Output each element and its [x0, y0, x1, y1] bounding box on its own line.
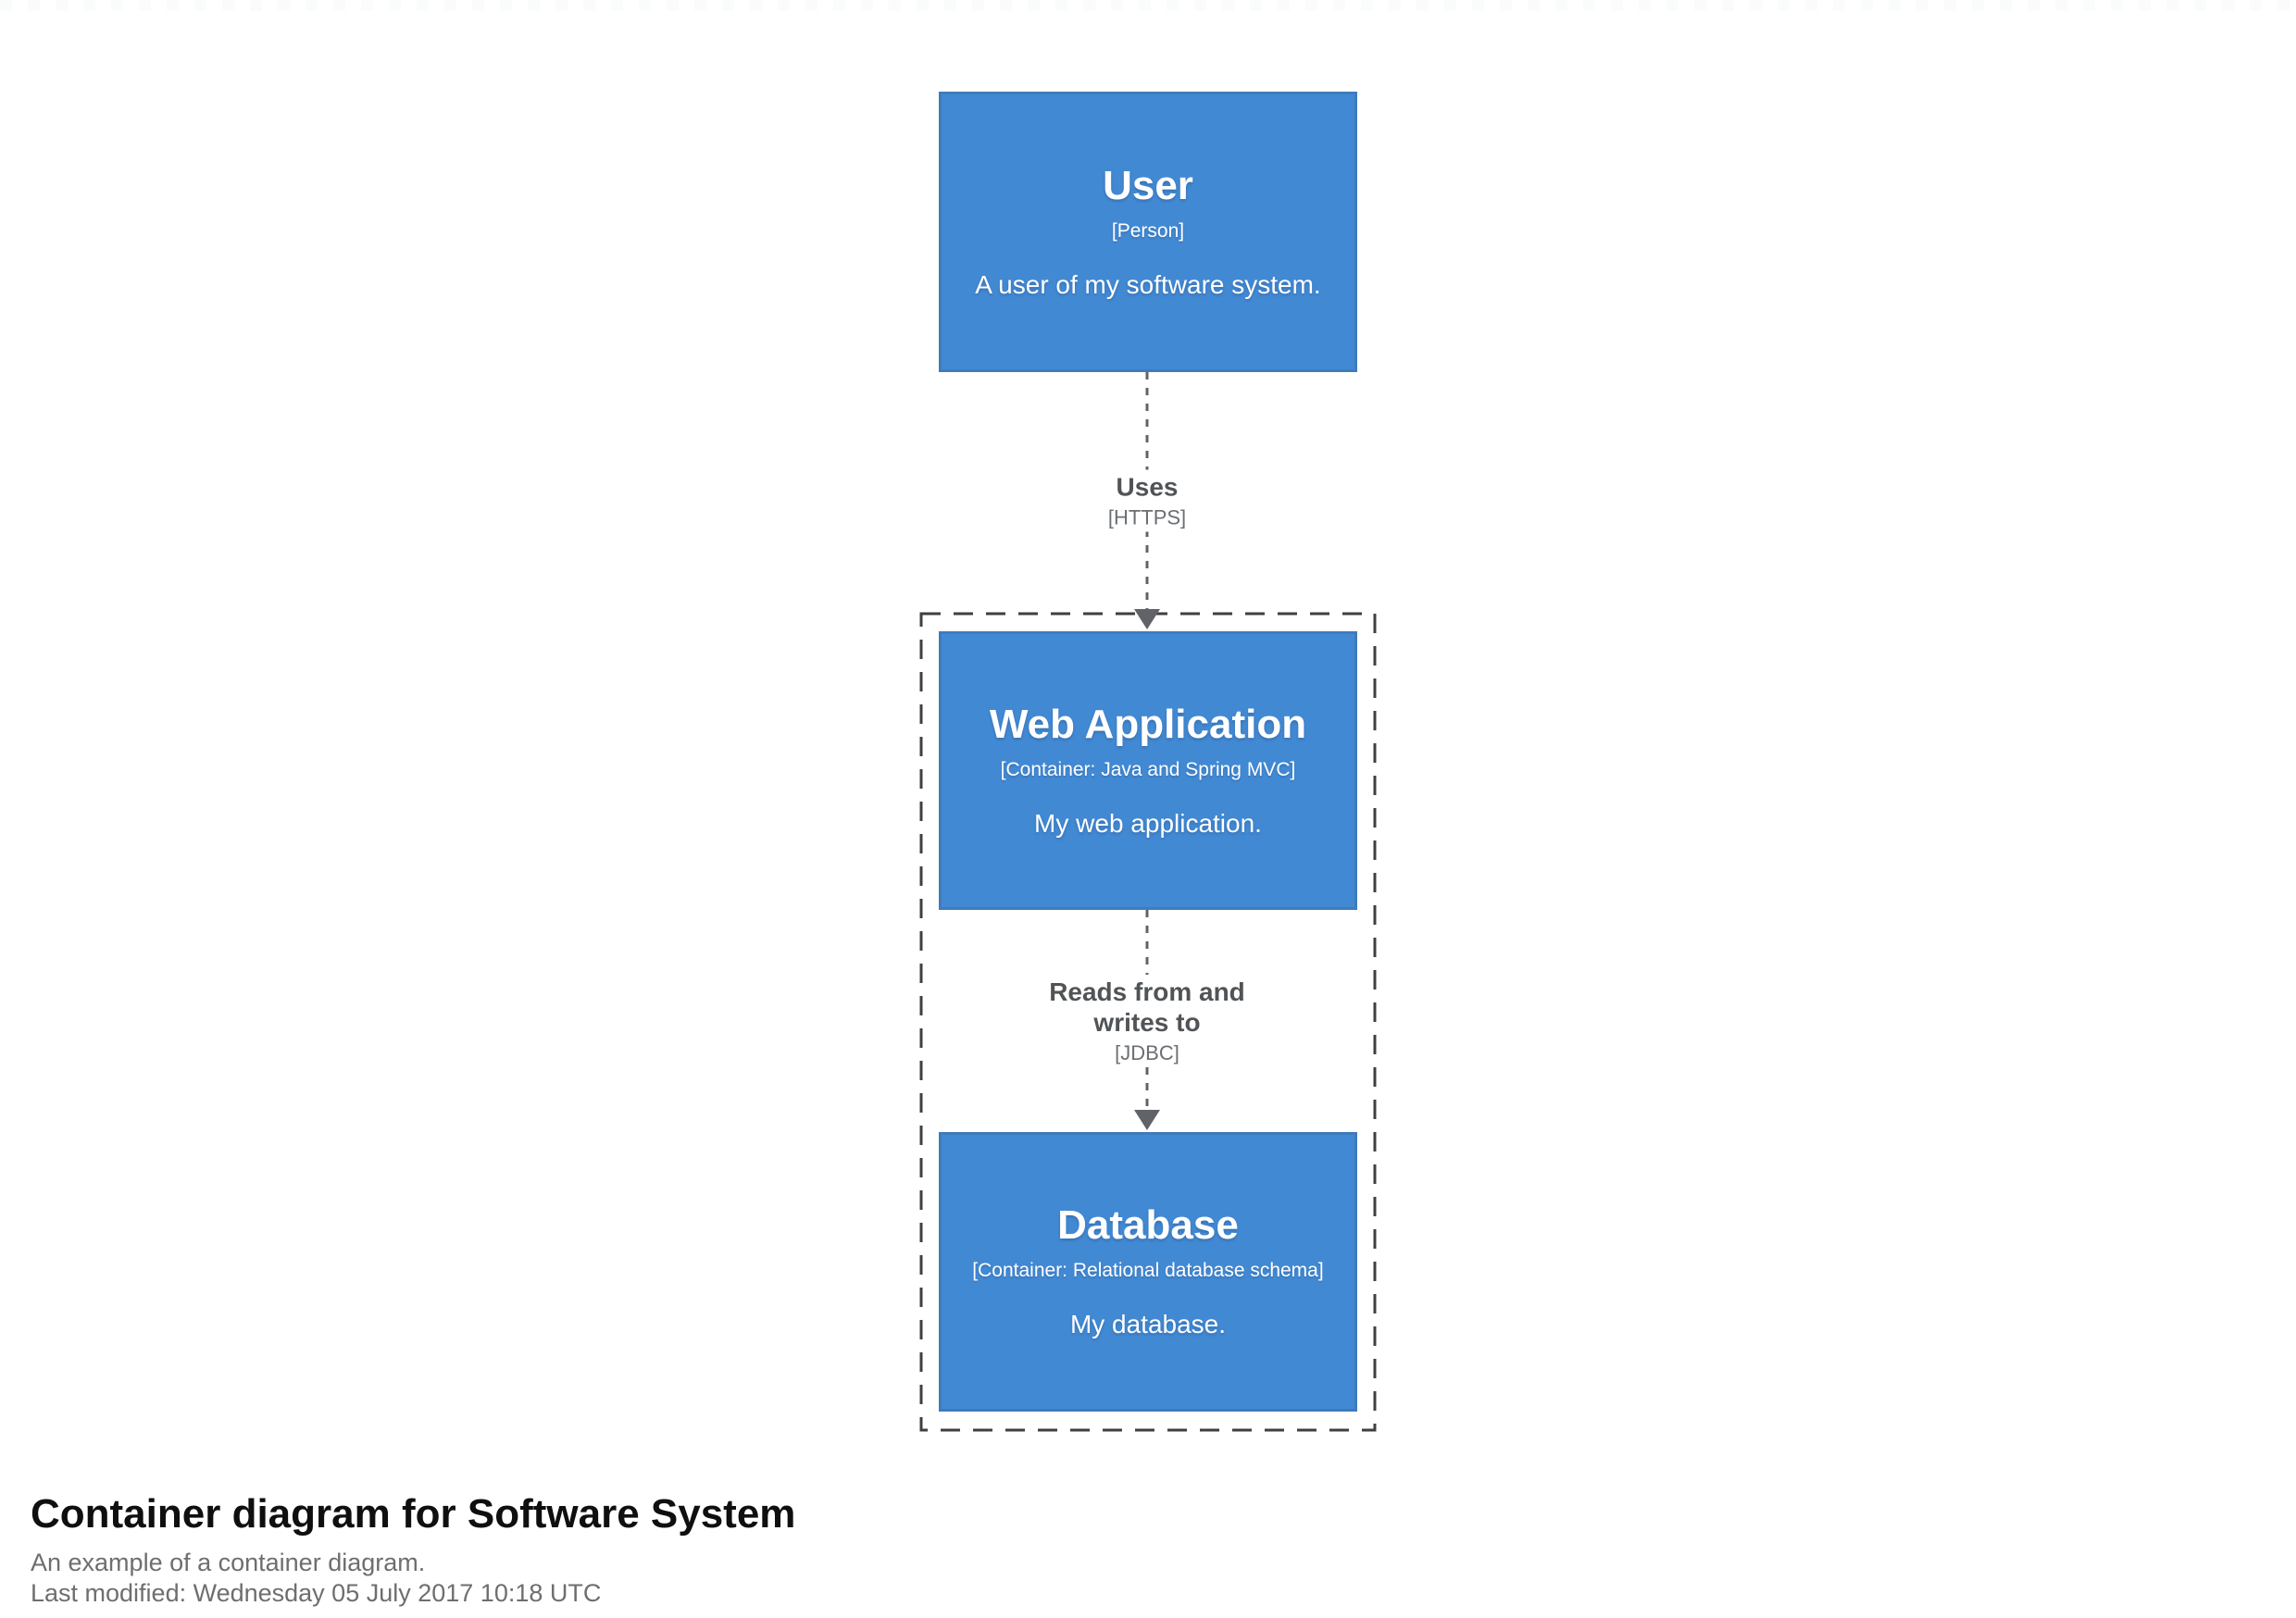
element-description: My database. [1069, 1310, 1227, 1338]
last-modified-text: Last modified: Wednesday 05 July 2017 10… [31, 1579, 602, 1607]
diagram-footer: Container diagram for Software System An… [31, 1492, 795, 1609]
arrowhead-icon [1134, 1110, 1160, 1130]
element-user[interactable]: User [Person] A user of my software syst… [939, 92, 1357, 372]
element-web-application[interactable]: Web Application [Container: Java and Spr… [939, 631, 1357, 910]
page-title: Container diagram for Software System [31, 1491, 796, 1537]
element-name: User [1103, 162, 1193, 208]
arrowhead-icon [1134, 609, 1160, 629]
relationship-meta: [JDBC] [1115, 1041, 1179, 1064]
relationship-name: Reads from and writes to [1049, 977, 1245, 1037]
element-name: Web Application [989, 701, 1307, 747]
top-edge-artifact [0, 0, 2296, 11]
element-meta: [Container: Relational database schema] [972, 1260, 1324, 1281]
element-name: Database [1057, 1202, 1239, 1248]
element-description: My web application. [1034, 808, 1262, 838]
page-subtitle: An example of a container diagram. [31, 1549, 426, 1576]
relationship-label-reads-writes[interactable]: Reads from and writes to [JDBC] [1031, 975, 1263, 1067]
element-description: A user of my software system. [975, 269, 1321, 299]
relationship-meta: [HTTPS] [1107, 505, 1187, 529]
relationship-name: Uses [1116, 472, 1179, 502]
element-database[interactable]: Database [Container: Relational database… [939, 1132, 1357, 1412]
element-meta: [Container: Java and Spring MVC] [1000, 758, 1296, 780]
relationship-label-uses[interactable]: Uses [HTTPS] [1098, 469, 1196, 532]
element-meta: [Person] [1111, 219, 1185, 242]
